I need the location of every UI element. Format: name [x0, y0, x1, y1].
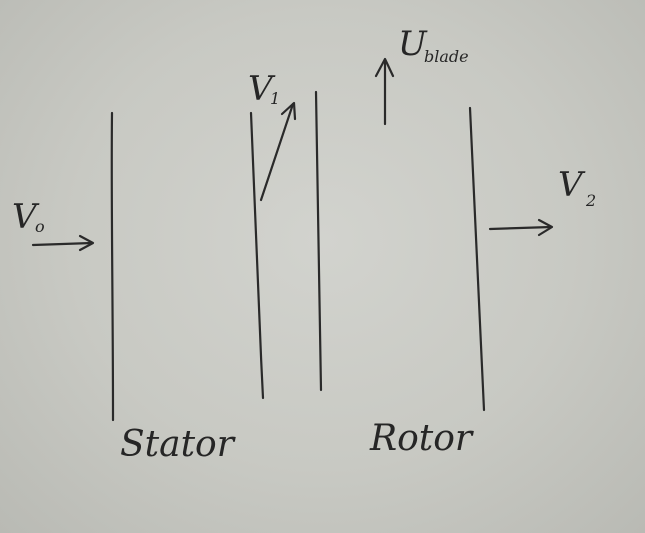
- v1-label: V: [248, 69, 276, 109]
- v0-label: V: [12, 197, 40, 237]
- u-blade-arrow: [374, 57, 395, 126]
- rotor-leading-line: [314, 90, 323, 392]
- v2-label: V: [558, 165, 586, 205]
- stator-trailing-line: [249, 111, 265, 400]
- v0-subscript: o: [35, 217, 45, 236]
- rotor-label: Rotor: [369, 418, 474, 459]
- u-blade-label: U: [398, 24, 428, 64]
- u-blade-subscript: blade: [424, 47, 469, 66]
- v2-subscript: 2: [585, 191, 596, 210]
- v2-arrow: [488, 218, 554, 237]
- rotor-trailing-line: [468, 106, 486, 412]
- stator-label: Stator: [120, 424, 236, 465]
- v1-subscript: 1: [270, 89, 280, 108]
- stator-leading-line: [110, 111, 115, 422]
- v1-arrow: [259, 101, 297, 202]
- v0-arrow: [31, 234, 95, 252]
